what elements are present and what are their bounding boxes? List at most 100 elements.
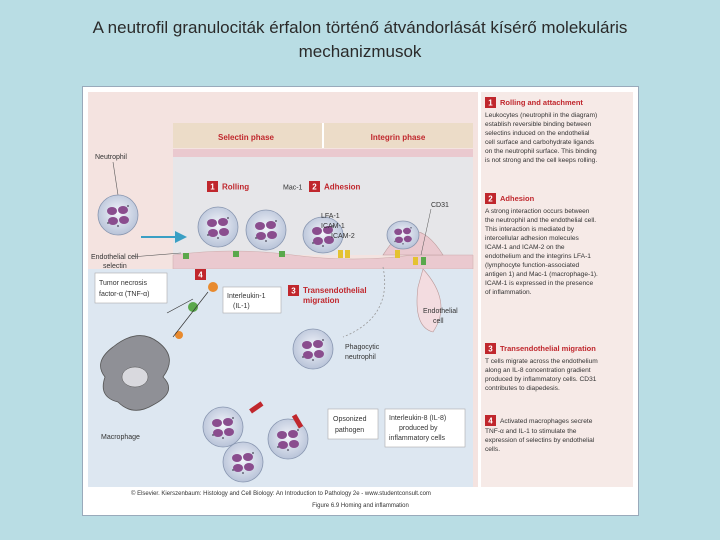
macrophage-label: Macrophage (101, 434, 140, 441)
side-s4-line: cells. (485, 446, 500, 453)
pathogen-rod-1 (249, 401, 264, 414)
side-s2-line: intercellular adhesion molecules (485, 235, 580, 242)
badge-adhesion-number: 2 (312, 183, 317, 192)
flattened-neutrophil (386, 220, 420, 250)
side-badge-1 (485, 97, 496, 108)
opsonized-label-2: pathogen (335, 427, 364, 434)
rolling-neutrophil-2 (245, 209, 287, 251)
slide-title-line-1: A neutrofil granulociták érfalon történő… (92, 18, 628, 37)
slide-title: A neutrofil granulociták érfalon történő… (40, 16, 680, 64)
side-badge-2-number: 2 (488, 195, 493, 204)
neutrophil-label: Neutrophil (95, 154, 127, 161)
endothelial-selectin-label-1: Endothelial cell (91, 254, 139, 261)
slide-title-line-2: mechanizmusok (298, 42, 422, 61)
selectin-phase-label: Selectin phase (218, 133, 275, 142)
il8-label-3: inflammatory cells (389, 435, 446, 442)
migration-path (342, 266, 385, 338)
side-badge-3 (485, 343, 496, 354)
rolling-neutrophil-1 (197, 206, 239, 248)
badge-cytokines-number: 4 (198, 271, 203, 280)
side-badge-4 (485, 415, 496, 426)
integrin-phase-label: Integrin phase (371, 133, 426, 142)
cytokine-dot-4 (175, 331, 183, 339)
rolling-label: Rolling (222, 183, 249, 192)
il1-label-2: (IL-1) (233, 303, 250, 310)
il8-label-1: Interleukin-8 (IL-8) (389, 415, 446, 422)
icam1-label: ICAM-1 (321, 223, 345, 230)
badge-cytokines (195, 269, 206, 280)
side-s3-body: T cells migrate across the endothelium a… (485, 358, 598, 392)
badge-migration (288, 285, 299, 296)
side-s1-line: cell surface and carbohydrate ligands (485, 139, 595, 146)
selectin-marker-1 (183, 253, 189, 259)
side-s2-line: of inflammation. (485, 289, 532, 296)
cytokine-dot-1 (208, 282, 218, 292)
badge-adhesion (309, 181, 320, 192)
lfa1-label: LFA-1 (321, 213, 340, 220)
side-s2-line: endothelium and the integrins LFA-1 (485, 253, 591, 260)
side-s2-line: ICAM-1 and ICAM-2 on the (485, 244, 565, 251)
selectin-marker-3 (279, 251, 285, 257)
side-s1-line: Leukocytes (neutrophil in the diagram) (485, 112, 597, 119)
opsonized-label-1: Opsonized (333, 416, 367, 423)
credit-line: © Elsevier. Kierszenbaum: Histology and … (131, 490, 431, 497)
icam2-label: ICAM-2 (331, 233, 355, 240)
il1-box (222, 286, 282, 314)
figure-caption: Figure 6.9 Homing and inflammation (82, 497, 639, 516)
side-s3-line: along an IL-8 concentration gradient (485, 367, 591, 374)
il8-box (384, 408, 466, 448)
side-s2-line: This interaction is mediated by (485, 226, 575, 233)
side-s4-line: TNF-α and IL-1 to stimulate the (485, 428, 577, 435)
phagocytic-label-1: Phagocytic (345, 344, 380, 351)
endothelial-selectin-label-2: selectin (103, 263, 127, 270)
endothelial-cell-label-2: cell (433, 318, 444, 325)
side-s4-line: Activated macrophages secrete (500, 418, 593, 425)
side-s4-line: expression of selectins by endothelial (485, 437, 595, 444)
il8-label-2: produced by (399, 425, 438, 432)
side-badge-2 (485, 193, 496, 204)
side-s4-body: Activated macrophages secrete TNF-α and … (485, 418, 595, 453)
side-s2-title: Adhesion (500, 194, 535, 203)
side-s1-line: on the neutrophil surface. This binding (485, 148, 597, 155)
tnf-label-2: factor-α (TNF-α) (99, 291, 149, 298)
side-s2-line: the neutrophil and the endothelial cell. (485, 217, 596, 224)
homing-diagram: Selectin phase Integrin phase Neutrophil… (88, 92, 633, 497)
badge-rolling-number: 1 (210, 183, 215, 192)
tissue-neutrophil-2 (222, 441, 264, 483)
side-s1-body: Leukocytes (neutrophil in the diagram) e… (485, 112, 597, 164)
side-s1-title: Rolling and attachment (500, 98, 583, 107)
side-s1-line: selectins induced on the endothelial (485, 130, 590, 137)
cd31-marker (421, 257, 426, 265)
side-s2-body: A strong interaction occurs between the … (485, 208, 598, 296)
adhesion-label: Adhesion (324, 183, 361, 192)
side-badge-3-number: 3 (488, 345, 493, 354)
neutrophil-cell-free (97, 194, 139, 236)
side-s2-line: antigen 1) and Mac-1 (macrophage-1). (485, 271, 598, 278)
integrin-marker-4 (413, 257, 418, 265)
cd31-label: CD31 (431, 202, 449, 209)
side-s2-line: A strong interaction occurs between (485, 208, 590, 215)
pathogen-rod-2 (291, 413, 304, 429)
tissue-neutrophil-3 (267, 418, 309, 460)
tissue-neutrophil-1 (202, 406, 244, 448)
adhering-neutrophil (302, 216, 344, 254)
tnf-label-1: Tumor necrosis (99, 280, 147, 287)
il1-label-1: Interleukin-1 (227, 293, 266, 300)
migration-label-2: migration (303, 296, 340, 305)
side-s1-line: is not strong and the cell keeps rolling… (485, 157, 597, 164)
integrin-marker-3 (395, 250, 400, 258)
selectin-marker-2 (233, 251, 239, 257)
endothelial-cell-label-1: Endothelial (423, 308, 458, 315)
side-s3-line: contributes to diapedesis. (485, 385, 560, 392)
badge-migration-number: 3 (291, 287, 296, 296)
side-s2-line: (lymphocyte function-associated (485, 262, 580, 269)
phagocytic-neutrophil (292, 328, 334, 370)
side-badge-1-number: 1 (488, 99, 493, 108)
integrin-marker-1 (338, 250, 343, 258)
side-s2-line: ICAM-1 is expressed in the presence (485, 280, 593, 287)
badge-rolling (207, 181, 218, 192)
mac1-label: Mac-1 (283, 185, 303, 192)
tnf-box (94, 272, 168, 304)
opsonized-box (327, 408, 379, 440)
side-s3-line: produced by inflammatory cells. CD31 (485, 376, 597, 383)
